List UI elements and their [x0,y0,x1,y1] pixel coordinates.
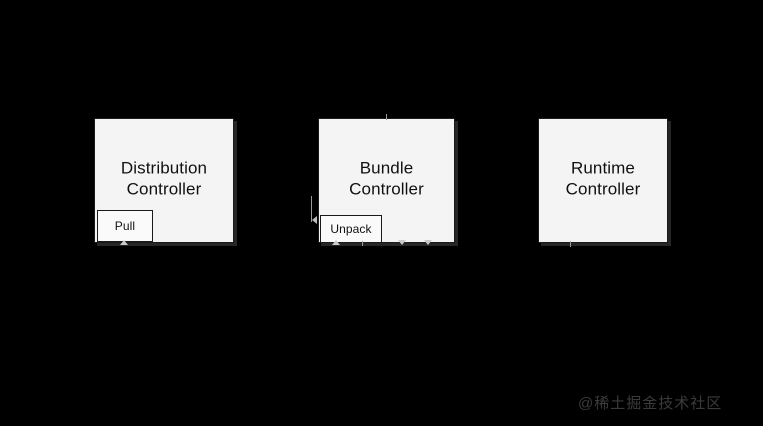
subnode-label-pull: Pull [114,219,136,233]
edge-stub-bundle-leftline [311,196,312,222]
node-runtime-controller[interactable]: Runtime Controller [538,118,668,243]
subnode-label-unpack: Unpack [330,222,372,236]
node-bundle-controller[interactable]: Bundle Controller Unpack [318,118,455,243]
edge-tick-bundle-bottom-1 [332,240,340,245]
node-title-runtime-controller: Runtime Controller [565,158,641,199]
node-distribution-controller[interactable]: Distribution Controller Pull [94,118,234,243]
edge-tick-bundle-bottom-3 [398,240,406,245]
edge-stub-bundle-bottom-2 [362,241,363,246]
node-title-distribution-controller: Distribution Controller [120,158,208,199]
edge-stub-bundle-top [386,114,387,120]
subnode-unpack[interactable]: Unpack [320,215,382,243]
edge-tick-distribution-bottom [120,240,128,245]
node-title-bundle-controller: Bundle Controller [349,158,424,199]
edge-tick-bundle-left [312,216,317,224]
edge-stub-runtime-bottom [570,241,571,247]
edge-tick-bundle-bottom-4 [424,240,432,245]
subnode-pull[interactable]: Pull [97,210,153,242]
watermark: @稀土掘金技术社区 [578,395,723,412]
